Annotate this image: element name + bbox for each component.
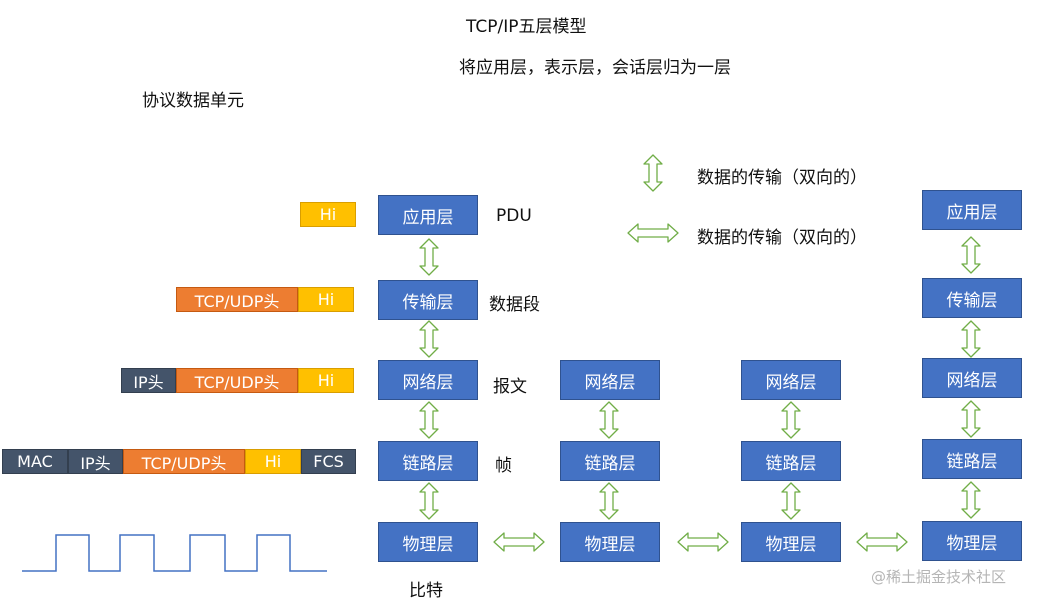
transport-tcp-udp-header: TCP/UDP头	[176, 287, 298, 312]
watermark: @稀土掘金技术社区	[871, 568, 1007, 586]
arrow-a-link-physical-icon	[419, 482, 439, 520]
arrow-phys-r2-b-icon	[856, 532, 908, 552]
host-b-link-layer: 链路层	[922, 439, 1022, 479]
router-1-physical-layer: 物理层	[560, 522, 660, 562]
legend-vertical-arrow-icon	[643, 154, 663, 192]
network-hi-segment: Hi	[298, 368, 354, 393]
pdu-unit-physical: 比特	[409, 581, 443, 601]
arrow-a-transport-network-icon	[419, 320, 439, 358]
app-hi-segment: Hi	[300, 202, 356, 227]
host-a-transport-layer: 传输层	[378, 280, 478, 320]
diagram-title: TCP/IP五层模型	[466, 17, 587, 37]
router-1-network-layer: 网络层	[560, 360, 660, 400]
link-mac-header: MAC	[2, 449, 68, 474]
link-fcs-trailer: FCS	[301, 449, 356, 474]
router-2-physical-layer: 物理层	[741, 522, 841, 562]
arrow-r2-link-physical-icon	[781, 482, 801, 520]
legend-vertical-label: 数据的传输（双向的）	[697, 168, 867, 188]
network-tcp-udp-header: TCP/UDP头	[176, 368, 298, 393]
network-ip-header: IP头	[121, 368, 176, 393]
host-b-network-layer: 网络层	[922, 358, 1022, 398]
arrow-r1-link-physical-icon	[599, 482, 619, 520]
pdu-heading: 协议数据单元	[142, 91, 244, 111]
host-a-link-layer: 链路层	[378, 441, 478, 481]
arrow-b-link-physical-icon	[961, 481, 981, 519]
arrow-r2-network-link-icon	[781, 401, 801, 439]
host-a-application-layer: 应用层	[378, 195, 478, 235]
pdu-unit-application: PDU	[496, 206, 532, 226]
arrow-b-network-link-icon	[961, 400, 981, 438]
host-a-network-layer: 网络层	[378, 360, 478, 400]
legend-horizontal-label: 数据的传输（双向的）	[697, 228, 867, 248]
host-b-physical-layer: 物理层	[922, 521, 1022, 561]
legend-horizontal-arrow-icon	[627, 223, 679, 243]
host-b-transport-layer: 传输层	[922, 278, 1022, 318]
arrow-phys-a-r1-icon	[493, 532, 545, 552]
link-hi-segment: Hi	[245, 449, 301, 474]
bit-signal-wave-icon	[22, 534, 327, 572]
diagram-subtitle: 将应用层，表示层，会话层归为一层	[459, 58, 731, 78]
transport-hi-segment: Hi	[298, 287, 354, 312]
arrow-b-transport-network-icon	[961, 320, 981, 358]
pdu-unit-transport: 数据段	[489, 295, 540, 315]
router-2-network-layer: 网络层	[741, 360, 841, 400]
router-1-link-layer: 链路层	[560, 441, 660, 481]
pdu-unit-network: 报文	[493, 377, 527, 397]
link-tcp-udp-header: TCP/UDP头	[123, 449, 245, 474]
router-2-link-layer: 链路层	[741, 441, 841, 481]
host-b-application-layer: 应用层	[922, 190, 1022, 230]
arrow-a-app-transport-icon	[419, 238, 439, 276]
host-a-physical-layer: 物理层	[378, 522, 478, 562]
pdu-unit-link: 帧	[495, 456, 512, 476]
arrow-a-network-link-icon	[419, 401, 439, 439]
arrow-b-app-transport-icon	[961, 236, 981, 274]
arrow-phys-r1-r2-icon	[677, 532, 729, 552]
arrow-r1-network-link-icon	[599, 401, 619, 439]
link-ip-header: IP头	[68, 449, 123, 474]
